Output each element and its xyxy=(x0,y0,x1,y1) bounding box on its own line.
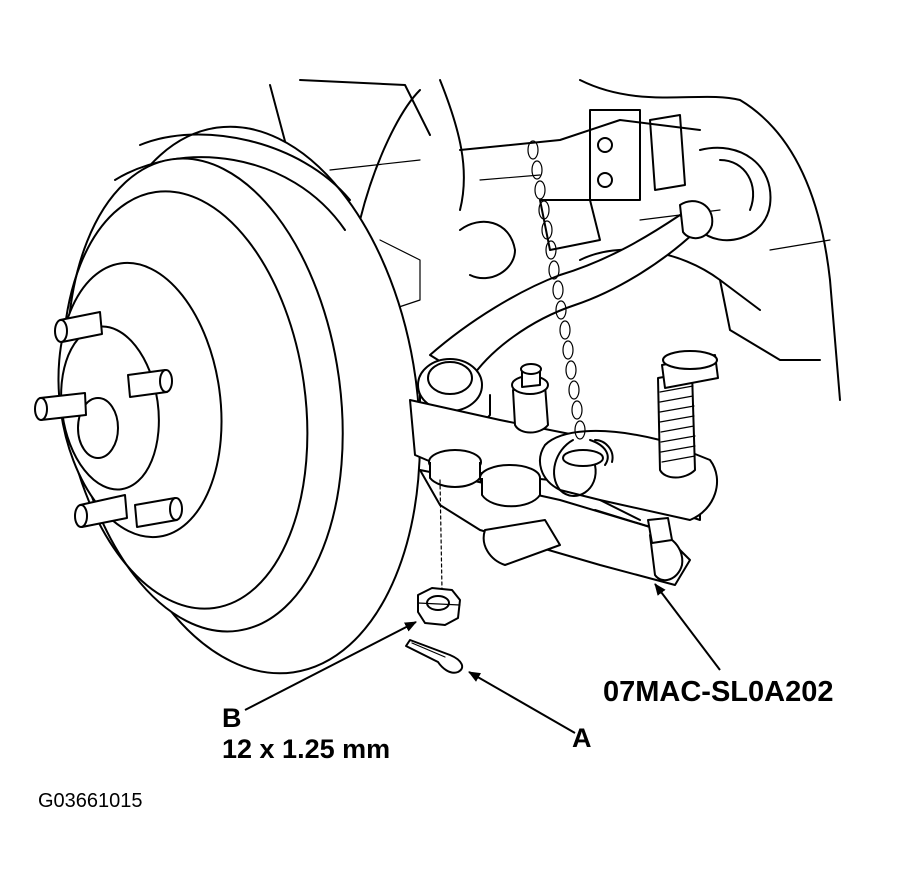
leader-arrows xyxy=(244,583,721,734)
part-a-leader-arrow xyxy=(468,671,576,734)
pressure-bolt xyxy=(657,350,719,479)
castle-nut xyxy=(417,587,461,626)
figure-id: G03661015 xyxy=(38,790,143,812)
part-b-leader-arrow xyxy=(244,621,417,711)
tie-rod-arm xyxy=(417,200,714,433)
vehicle-body-background xyxy=(264,79,841,401)
safety-chain xyxy=(527,140,609,497)
tool-leader-arrow xyxy=(654,583,721,671)
part-a-label: A xyxy=(572,723,592,753)
ball-joint-stud xyxy=(428,449,482,591)
part-b-label: B xyxy=(222,703,242,733)
wheel-studs xyxy=(34,311,183,528)
bushing-stud xyxy=(511,363,549,434)
cotter-pin xyxy=(405,639,464,674)
part-b-thread-size: 12 x 1.25 mm xyxy=(222,734,391,764)
tool-number-label: 07MAC-SL0A202 xyxy=(603,676,834,708)
brake-disc-hub xyxy=(57,125,421,675)
